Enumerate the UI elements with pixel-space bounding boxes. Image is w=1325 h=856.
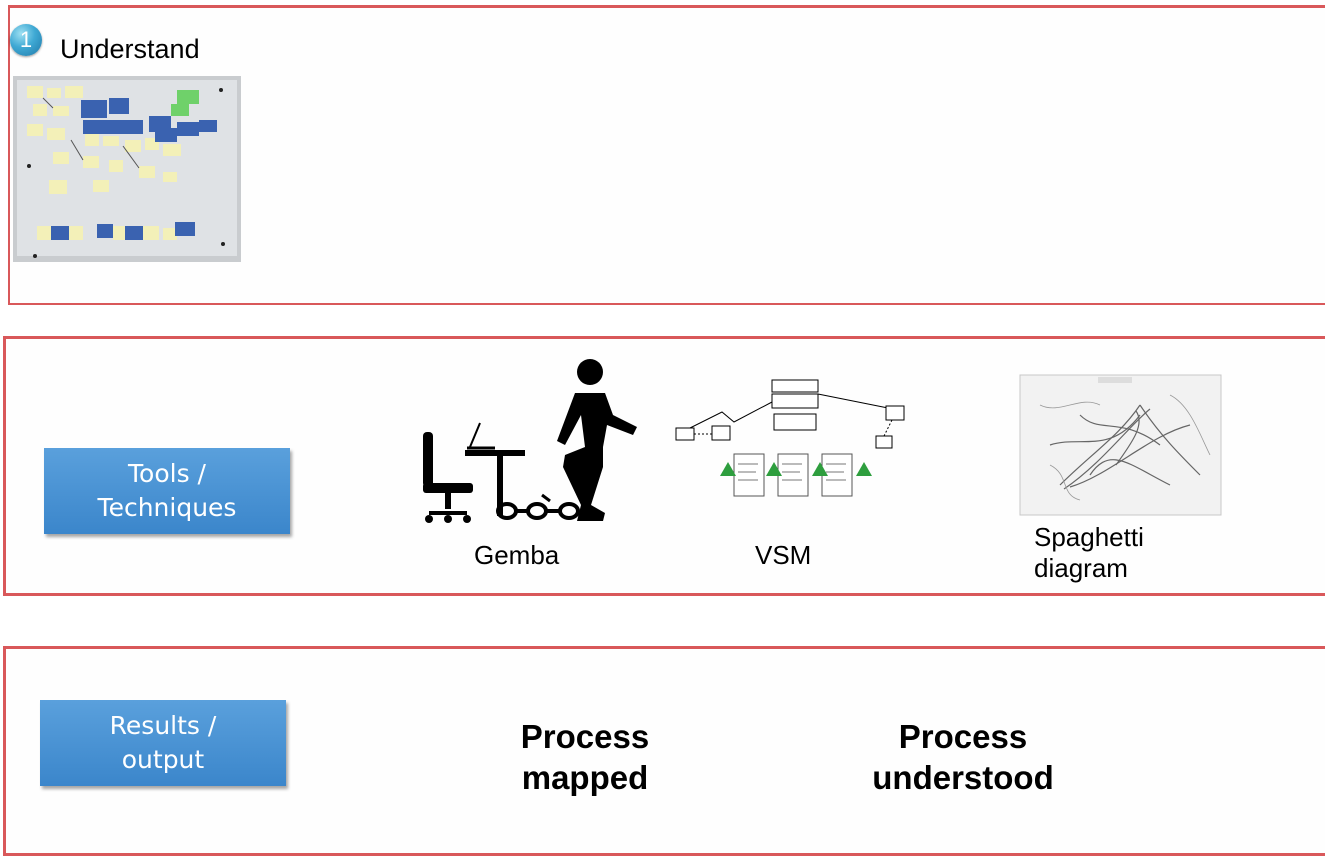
gemba-caption: Gemba	[474, 540, 560, 570]
result-process-understood: Process understood	[872, 718, 1054, 796]
gemba-person-desk-icon	[423, 359, 637, 523]
whiteboard-photo	[13, 76, 241, 262]
result-process-mapped: Process mapped	[520, 718, 650, 796]
vsm-caption: VSM	[755, 540, 812, 570]
step-title: Understand	[60, 34, 200, 64]
results-output-label: Results / output	[40, 700, 286, 786]
tools-techniques-label: Tools / Techniques	[44, 448, 290, 534]
step-number-badge: 1	[10, 24, 42, 56]
spaghetti-diagram-caption: Spaghetti diagram	[1034, 522, 1144, 583]
spaghetti-diagram-icon	[1019, 374, 1222, 516]
value-stream-map-icon	[675, 379, 905, 497]
